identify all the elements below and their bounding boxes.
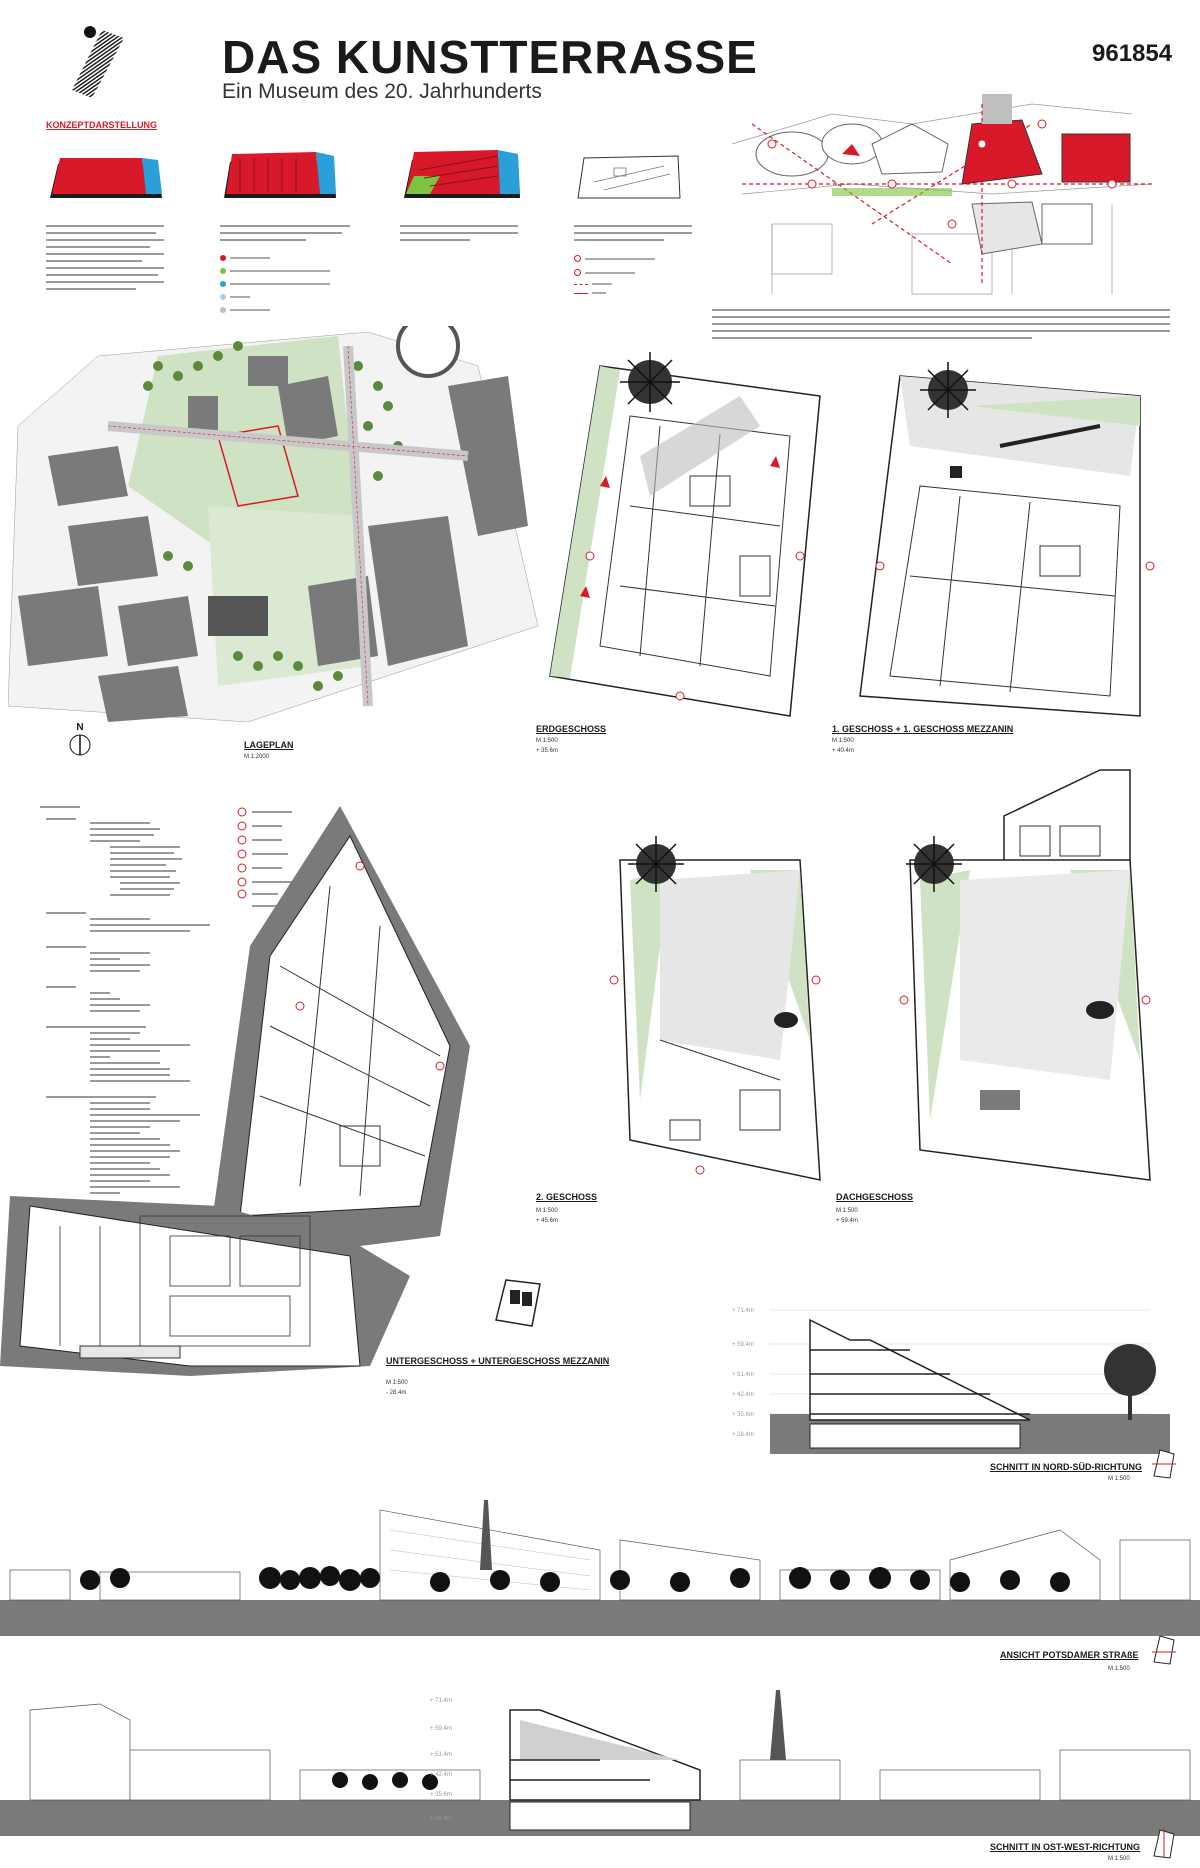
roof-scale: M 1:500 bbox=[836, 1208, 858, 1214]
ground-floor-label: ERDGESCHOSS bbox=[536, 724, 607, 734]
concept-text-1 bbox=[46, 222, 166, 362]
concept-diagram-1 bbox=[46, 150, 166, 202]
level-label: + 35.6m bbox=[430, 1792, 452, 1798]
level-label: + 59.4m bbox=[732, 1342, 754, 1348]
level-label: + 42.4m bbox=[430, 1772, 452, 1778]
tree-icon bbox=[628, 836, 684, 892]
tree-icon bbox=[620, 352, 680, 412]
ns-section: + 71.4m + 59.4m + 51.4m + 42.4m + 35.6m … bbox=[730, 1300, 1170, 1460]
basement-plan bbox=[0, 806, 500, 1376]
concept-diagram-3 bbox=[400, 146, 524, 202]
key-plan-icon bbox=[1148, 1826, 1178, 1860]
elevation-scale: M 1:500 bbox=[1108, 1666, 1130, 1672]
second-floor-plan bbox=[600, 840, 830, 1190]
level-label: + 71.4m bbox=[430, 1698, 452, 1704]
logo-graphic bbox=[72, 26, 124, 98]
level-label: + 35.6m bbox=[732, 1412, 754, 1418]
level-label: + 71.4m bbox=[732, 1308, 754, 1314]
tree-icon bbox=[920, 362, 976, 418]
second-floor-label: 2. GESCHOSS bbox=[536, 1192, 598, 1202]
concept-text-4 bbox=[574, 222, 694, 301]
concept-diagram-2 bbox=[220, 148, 340, 202]
concept-text-3 bbox=[400, 222, 520, 246]
ew-section-scale: M 1:500 bbox=[1108, 1856, 1130, 1862]
level-label: + 28.4m bbox=[732, 1432, 754, 1438]
symbol-legend bbox=[236, 806, 306, 916]
compass-icon bbox=[69, 734, 91, 756]
legend-tech bbox=[220, 307, 360, 313]
first-floor-plan bbox=[850, 366, 1180, 726]
first-floor-scale: M 1:500 bbox=[832, 738, 854, 744]
entry-code: 961854 bbox=[1092, 40, 1173, 67]
key-plan-icon bbox=[1148, 1632, 1178, 1666]
elevation-label: ANSICHT POTSDAMER STRAßE bbox=[1000, 1650, 1139, 1660]
ground-floor-level: + 35.6m bbox=[536, 748, 558, 754]
ground-floor-scale: M 1:500 bbox=[536, 738, 558, 744]
legend-admin bbox=[220, 281, 360, 287]
legend-exhibition bbox=[220, 255, 360, 261]
context-text bbox=[712, 306, 1172, 344]
north-arrow: N bbox=[68, 722, 92, 762]
site-plan bbox=[7, 314, 548, 723]
site-plan-scale: M 1:2000 bbox=[244, 754, 270, 760]
ew-section-label: SCHNITT IN OST-WEST-RICHTUNG bbox=[990, 1842, 1140, 1852]
concept-legend bbox=[220, 222, 360, 320]
tree-icon bbox=[906, 836, 962, 892]
first-floor-level: + 40.4m bbox=[832, 748, 854, 754]
basement-level: - 28.4m bbox=[386, 1390, 407, 1396]
north-label: N bbox=[76, 722, 84, 733]
first-floor-label: 1. GESCHOSS + 1. GESCHOSS MEZZANIN bbox=[832, 724, 1014, 734]
level-label: + 42.4m bbox=[732, 1392, 754, 1398]
second-floor-level: + 45.6m bbox=[536, 1218, 558, 1224]
page-title: DAS KUNSTTERRASSE bbox=[222, 31, 758, 83]
basement-label: UNTERGESCHOSS + UNTERGESCHOSS MEZZANIN bbox=[386, 1356, 610, 1366]
roof-level: + 59.4m bbox=[836, 1218, 858, 1224]
logo bbox=[62, 20, 132, 100]
second-floor-scale: M 1:500 bbox=[536, 1208, 558, 1214]
ns-section-scale: M 1:500 bbox=[1108, 1476, 1130, 1482]
concept-heading: KONZEPTDARSTELLUNG bbox=[46, 120, 157, 130]
ns-section-label: SCHNITT IN NORD-SÜD-RICHTUNG bbox=[990, 1462, 1142, 1472]
stair-detail bbox=[486, 1270, 546, 1330]
basement-scale: M 1:500 bbox=[386, 1380, 408, 1386]
key-plan-icon bbox=[1148, 1446, 1178, 1480]
ew-section: + 71.4m + 59.4m + 51.4m + 42.4m + 35.6m … bbox=[0, 1690, 1200, 1840]
legend-depot bbox=[220, 294, 360, 300]
level-label: + 51.4m bbox=[430, 1752, 452, 1758]
page-subtitle: Ein Museum des 20. Jahrhunderts bbox=[222, 80, 542, 103]
legend-visitors bbox=[220, 268, 360, 274]
level-label: + 59.4m bbox=[430, 1726, 452, 1732]
ground-floor-plan bbox=[540, 356, 840, 726]
concept-diagram-4 bbox=[574, 152, 684, 202]
level-label: + 51.4m bbox=[732, 1372, 754, 1378]
level-label: + 28.4m bbox=[430, 1816, 452, 1822]
roof-label: DACHGESCHOSS bbox=[836, 1192, 914, 1202]
context-diagram bbox=[712, 84, 1172, 304]
site-plan-label: LAGEPLAN bbox=[244, 740, 294, 750]
roof-plan bbox=[890, 840, 1170, 1190]
elevation bbox=[0, 1500, 1200, 1640]
